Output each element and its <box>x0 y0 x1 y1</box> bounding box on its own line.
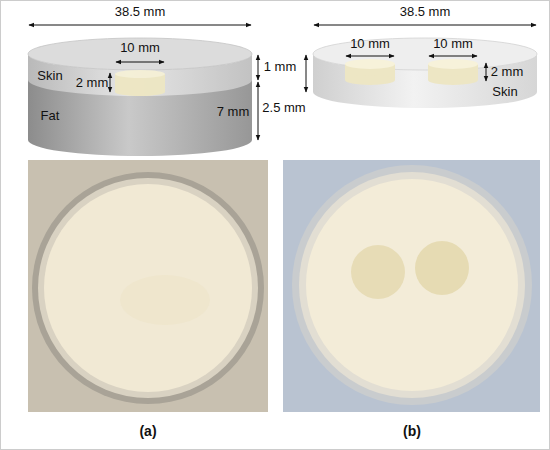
dimension-arrows <box>29 25 536 140</box>
dimension-label: 38.5 mm <box>115 5 166 19</box>
dimension-label: 10 mm <box>433 37 473 51</box>
dimension-label: 2 mm <box>76 76 109 90</box>
layer-label: Skin <box>492 85 517 99</box>
dimension-label: 2.5 mm <box>262 101 305 115</box>
panel-label: (b) <box>403 424 421 439</box>
photo <box>28 160 268 412</box>
dimension-label: 1 mm <box>264 60 297 74</box>
dimension-label: 10 mm <box>350 37 390 51</box>
inclusion <box>115 70 165 96</box>
layer-label: Skin <box>37 69 62 83</box>
dimension-label: 10 mm <box>120 41 160 55</box>
photo <box>283 160 540 412</box>
layer-label: Fat <box>41 109 60 123</box>
inclusion <box>345 59 395 85</box>
dimension-label: 2 mm <box>491 65 524 79</box>
dimension-label: 7 mm <box>217 105 250 119</box>
inclusion <box>428 59 478 85</box>
panel-label: (a) <box>139 424 156 439</box>
skin-top <box>28 38 252 70</box>
dimension-label: 38.5 mm <box>400 5 451 19</box>
